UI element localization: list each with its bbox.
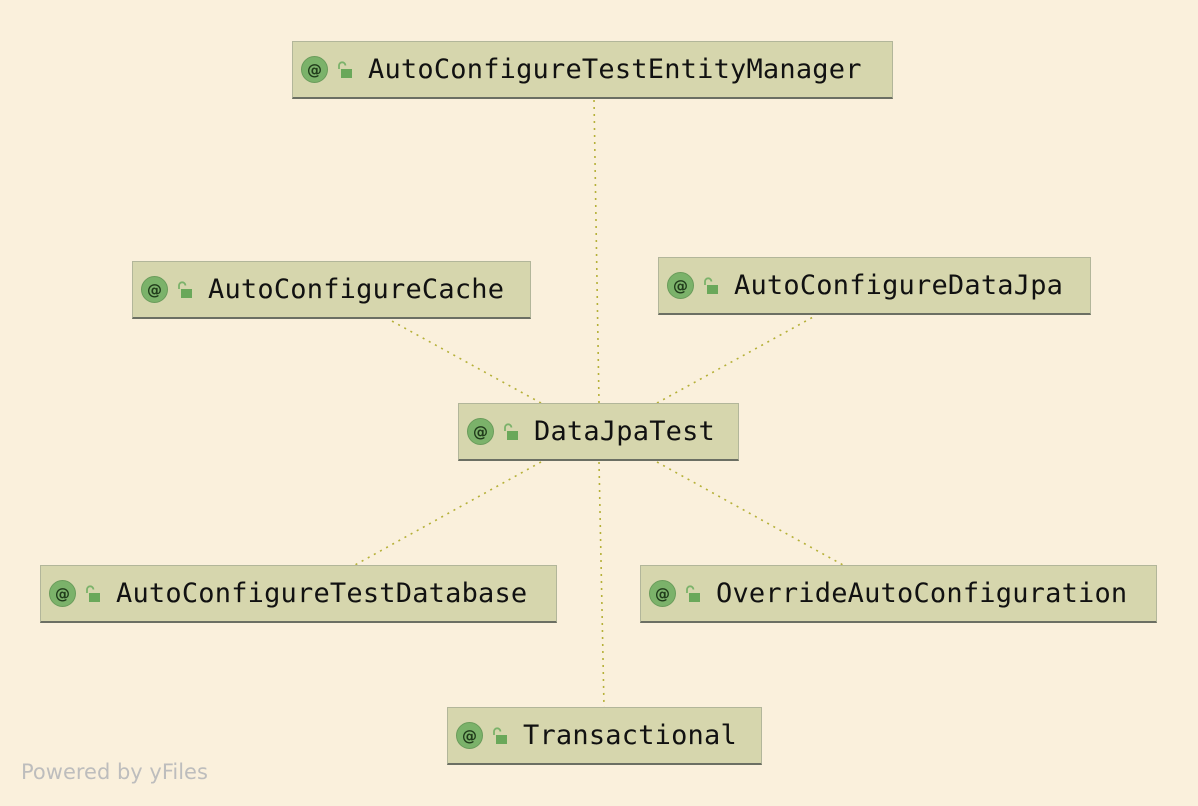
edge-datajpatest-to-autoconfiguretestentitymanager xyxy=(593,98,600,404)
watermark: Powered by yFiles xyxy=(21,760,208,784)
unlocked-padlock-icon xyxy=(504,422,518,440)
node-label: DataJpaTest xyxy=(534,416,716,447)
edge-datajpatest-to-autoconfiguretestdatabase xyxy=(354,461,542,566)
node-autoconfiguretestentitymanager[interactable]: @ AutoConfigureTestEntityManager xyxy=(292,41,893,99)
node-datajpatest[interactable]: @ DataJpaTest xyxy=(458,403,739,461)
unlocked-padlock-icon xyxy=(338,60,352,78)
unlocked-padlock-icon xyxy=(686,584,700,602)
node-label: AutoConfigureDataJpa xyxy=(734,270,1064,301)
unlocked-padlock-icon xyxy=(493,726,507,744)
annotation-icon: @ xyxy=(467,418,494,445)
node-autoconfiguretestdatabase[interactable]: @ AutoConfigureTestDatabase xyxy=(40,565,557,623)
edge-datajpatest-to-autoconfiguredatajpa xyxy=(656,315,816,404)
annotation-icon: @ xyxy=(649,580,676,607)
node-overrideautoconfiguration[interactable]: @ OverrideAutoConfiguration xyxy=(640,565,1157,623)
edge-datajpatest-to-transactional xyxy=(598,461,605,708)
edge-datajpatest-to-autoconfigurecache xyxy=(389,319,542,404)
annotation-icon: @ xyxy=(667,272,694,299)
annotation-icon: @ xyxy=(456,722,483,749)
unlocked-padlock-icon xyxy=(86,584,100,602)
annotation-icon: @ xyxy=(141,276,168,303)
node-transactional[interactable]: @ Transactional xyxy=(447,707,762,765)
unlocked-padlock-icon xyxy=(704,276,718,294)
node-autoconfiguredatajpa[interactable]: @ AutoConfigureDataJpa xyxy=(658,257,1091,315)
node-autoconfigurecache[interactable]: @ AutoConfigureCache xyxy=(132,261,531,319)
node-label: AutoConfigureTestEntityManager xyxy=(368,54,862,85)
node-label: Transactional xyxy=(523,720,737,751)
annotation-icon: @ xyxy=(49,580,76,607)
unlocked-padlock-icon xyxy=(178,280,192,298)
node-label: AutoConfigureTestDatabase xyxy=(116,578,528,609)
edge-datajpatest-to-overrideautoconfiguration xyxy=(656,461,844,566)
annotation-icon: @ xyxy=(301,56,328,83)
node-label: AutoConfigureCache xyxy=(208,274,505,305)
node-label: OverrideAutoConfiguration xyxy=(716,578,1128,609)
